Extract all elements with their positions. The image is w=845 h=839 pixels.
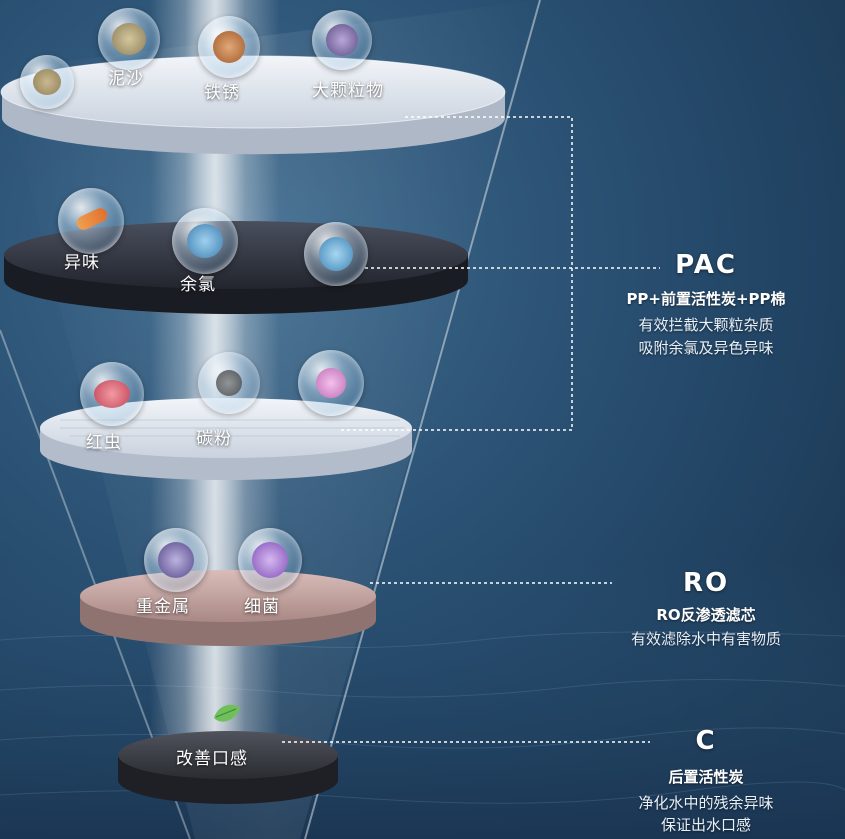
ro-disc [80,570,376,646]
silt-label: 泥沙 [108,69,144,89]
heavy-metal-label: 重金属 [136,597,190,617]
c-desc-line1: 净化水中的残余异味 [638,794,774,812]
pac-bracket [340,116,660,431]
pac-subtitle: PP+前置活性炭+PP棉 [626,290,786,308]
improve-taste-label: 改善口感 [176,749,248,769]
odor-bubble-icon [58,188,124,254]
post-carbon-disc [118,731,338,804]
carbon-powder-bubble-icon [198,352,260,414]
residual-chlorine-label: 余氯 [180,275,216,295]
bacteria-bubble-icon [238,528,302,592]
leaf-icon [214,704,240,722]
residual-chlorine-bubble-icon [172,208,238,274]
large-particles-label: 大颗粒物 [312,81,384,101]
carbon-powder-label: 碳粉 [196,429,232,449]
pac-desc-line1: 有效拦截大颗粒杂质 [638,316,774,334]
rust-label: 铁锈 [204,83,240,103]
pp-disc-top [0,55,506,155]
c-desc-line2: 保证出水口感 [660,816,751,834]
silt-bubble-icon [98,8,160,70]
ro-subtitle: RO反渗透滤芯 [656,606,756,624]
pac-title: PAC [675,250,737,280]
c-subtitle: 后置活性炭 [668,768,744,786]
pac-desc-line2: 吸附余氯及异色异味 [638,339,774,357]
ro-desc-line1: 有效滤除水中有害物质 [630,630,781,648]
odor-label: 异味 [64,253,100,273]
large-particles-bubble-icon [312,10,372,70]
residual-chlorine-bubble-icon [304,222,368,286]
silt-bubble-icon [20,55,74,109]
bacteria-label: 细菌 [244,597,280,617]
red-worm-bubble-icon [80,362,144,426]
heavy-metal-bubble-icon [144,528,208,592]
particle-bubble-icon [298,350,364,416]
rust-bubble-icon [198,16,260,78]
red-worm-label: 红虫 [86,433,122,453]
ro-title: RO [682,568,730,598]
c-title: C [695,726,717,756]
